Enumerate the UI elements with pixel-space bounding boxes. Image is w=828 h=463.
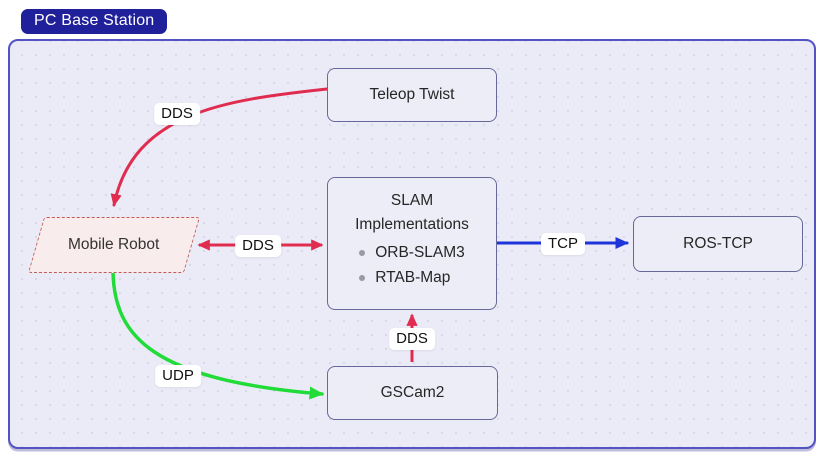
edge-label-dds-gscam: DDS [389, 328, 435, 350]
node-mobile-robot: Mobile Robot [27, 217, 201, 273]
node-slam-title: SLAM Implementations [355, 192, 469, 234]
list-item: ORB-SLAM3 [359, 244, 465, 262]
bullet-icon [359, 250, 366, 257]
node-ros-tcp: ROS-TCP [633, 216, 803, 272]
list-item: RTAB-Map [359, 269, 450, 287]
diagram-title-badge: PC Base Station [21, 9, 168, 34]
node-gscam2-label: GSCam2 [380, 384, 445, 401]
node-slam-implementations: SLAM Implementations ORB-SLAM3 RTAB-Map [327, 177, 497, 310]
node-teleop-twist-label: Teleop Twist [369, 86, 455, 103]
node-ros-tcp-label: ROS-TCP [683, 235, 753, 252]
edge-label-udp: UDP [155, 365, 201, 387]
slam-items-list: ORB-SLAM3 RTAB-Map [359, 244, 465, 287]
bullet-icon [359, 275, 366, 282]
node-mobile-robot-label: Mobile Robot [68, 236, 160, 253]
slam-item-label: ORB-SLAM3 [375, 244, 465, 262]
node-gscam2: GSCam2 [327, 366, 498, 420]
slam-item-label: RTAB-Map [375, 269, 451, 287]
node-teleop-twist: Teleop Twist [327, 68, 497, 122]
edge-label-tcp: TCP [541, 233, 585, 255]
edge-label-dds-slam: DDS [235, 235, 281, 257]
edge-label-dds-teleop: DDS [154, 103, 200, 125]
